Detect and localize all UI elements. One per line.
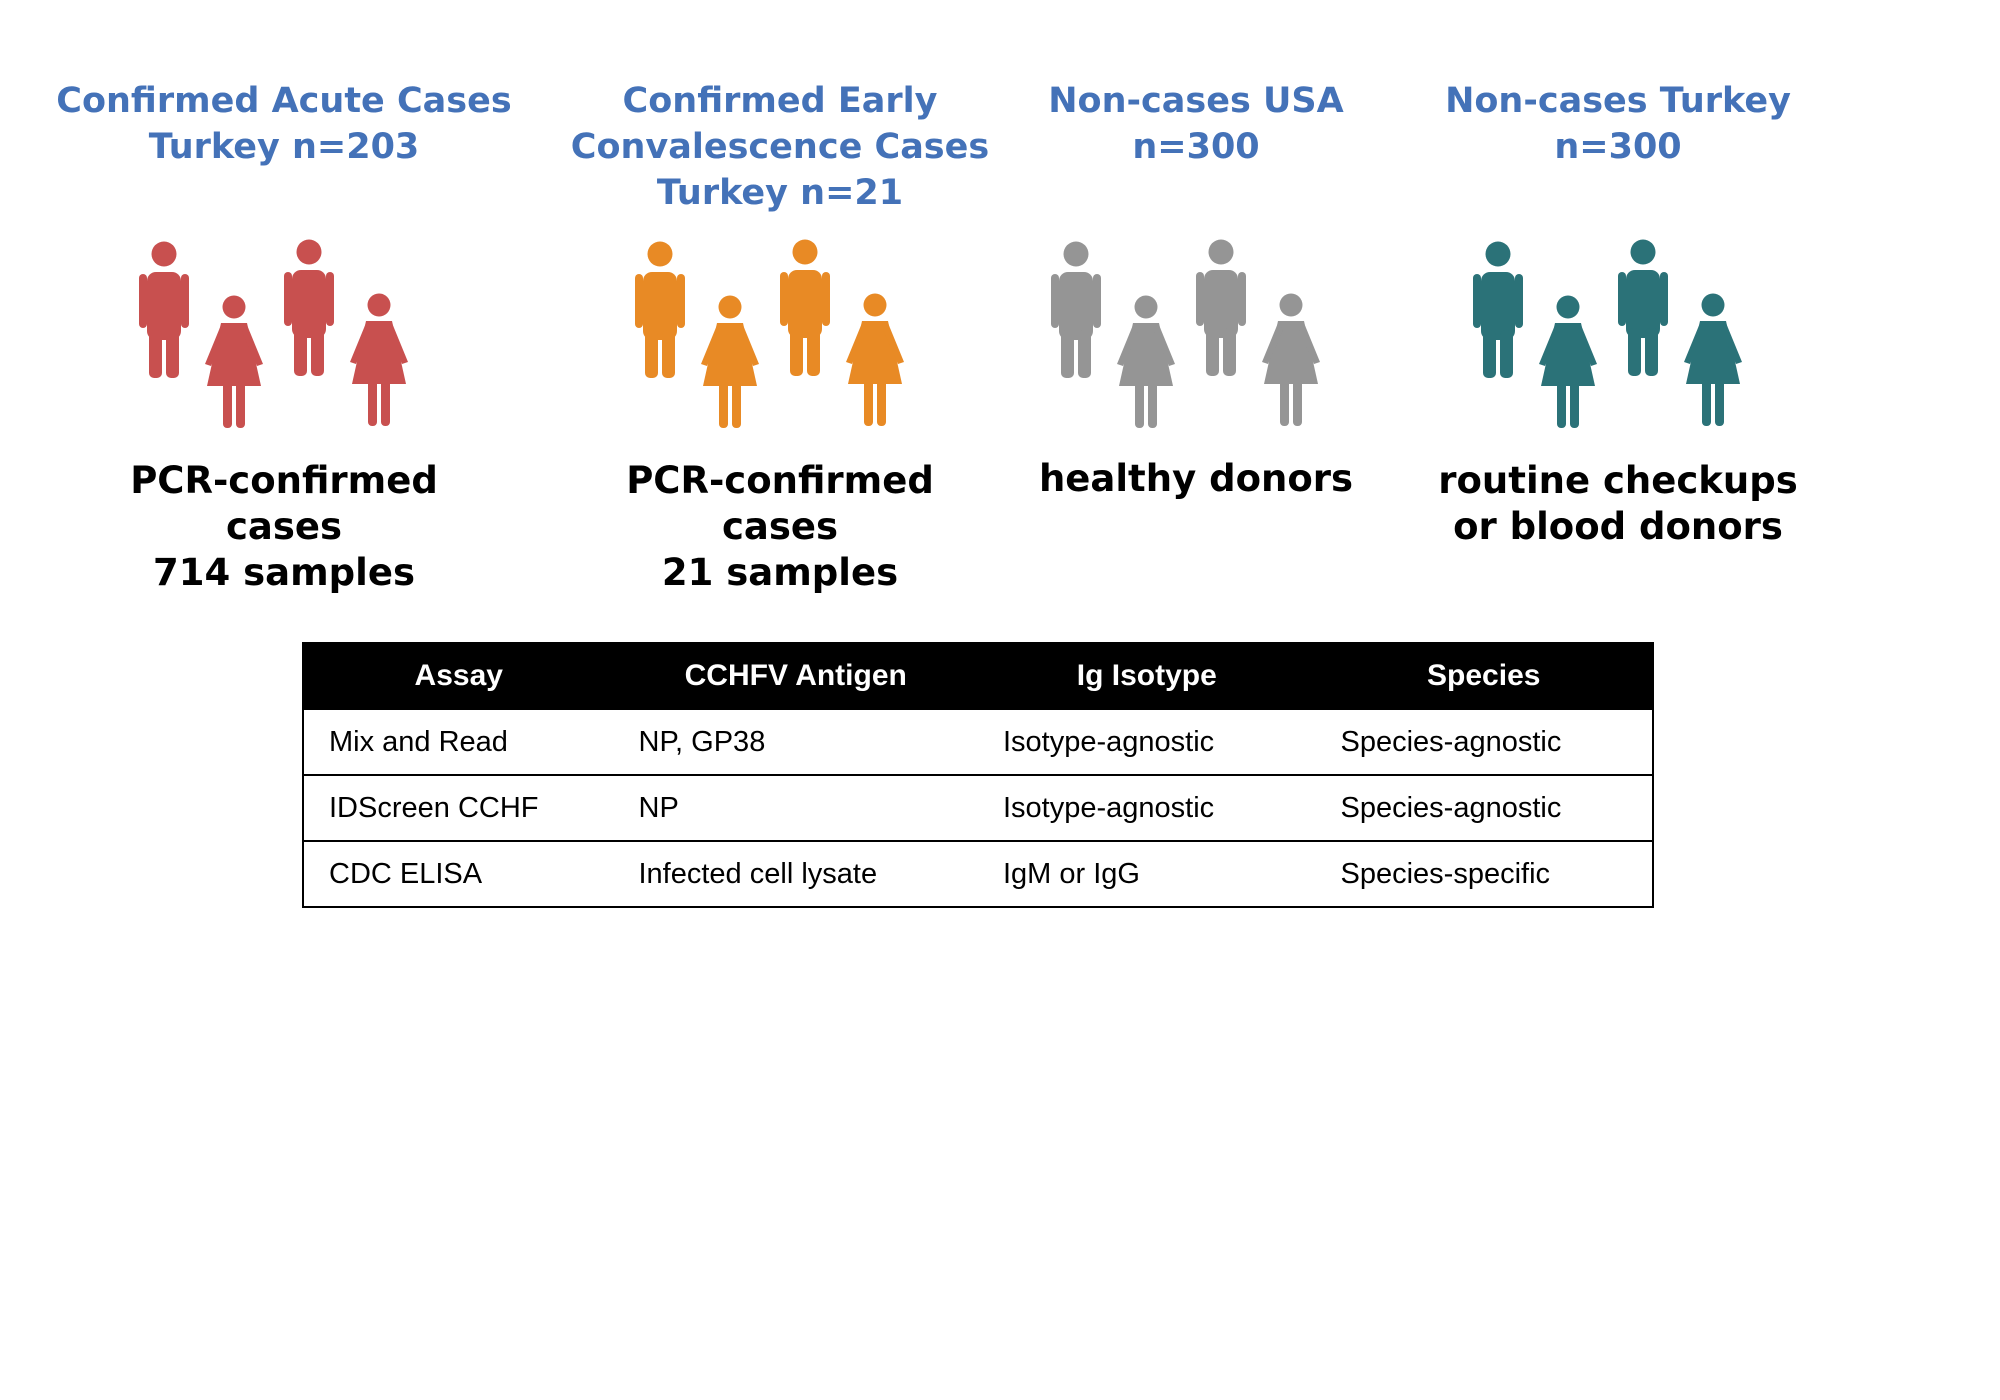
group-convalescence-cases: Confirmed Early Convalescence Cases Turk…	[540, 78, 1020, 596]
man-figure	[1618, 239, 1668, 376]
table-cell: Isotype-agnostic	[978, 708, 1316, 775]
woman-figure	[1539, 295, 1597, 428]
woman-figure	[205, 295, 263, 428]
group-title: Confirmed Early Convalescence Cases Turk…	[570, 81, 990, 213]
table-cell: Isotype-agnostic	[978, 774, 1316, 841]
assay-table: Assay CCHFV Antigen Ig Isotype Species M…	[302, 642, 1654, 908]
woman-figure	[1262, 293, 1320, 426]
group-description: healthy donors	[1038, 457, 1354, 500]
man-figure	[780, 239, 830, 376]
table-header-row: Assay CCHFV Antigen Ig Isotype Species	[303, 643, 1653, 709]
table-cell: Mix and Read	[303, 708, 614, 775]
group-title: Non-cases USA n=300	[1048, 81, 1344, 167]
table-cell: NP, GP38	[613, 708, 978, 775]
table-cell: NP	[613, 774, 978, 841]
woman-figure	[701, 295, 759, 428]
man-figure	[1051, 241, 1101, 378]
group-description: PCR-confirmed cases 714 samples	[130, 459, 438, 594]
table-cell: IgM or IgG	[978, 840, 1316, 907]
people-icon	[540, 238, 1020, 446]
table-row: CDC ELISA Infected cell lysate IgM or Ig…	[303, 840, 1653, 907]
people-icon	[1378, 238, 1858, 446]
man-figure	[139, 241, 189, 378]
people-icon	[44, 238, 524, 446]
woman-figure	[350, 293, 408, 426]
table-cell: Species-specific	[1315, 840, 1653, 907]
group-title: Non-cases Turkey n=300	[1445, 81, 1791, 167]
column-header: Assay	[303, 643, 614, 709]
man-figure	[1196, 239, 1246, 376]
people-icon	[956, 238, 1436, 446]
group-description: routine checkups or blood donors	[1438, 459, 1798, 548]
group-acute-cases: Confirmed Acute Cases Turkey n=203 PCR-c…	[44, 78, 524, 596]
woman-figure	[846, 293, 904, 426]
column-header: Ig Isotype	[978, 643, 1316, 709]
group-non-cases-usa: Non-cases USA n=300 healthy donors	[956, 78, 1436, 502]
group-non-cases-turkey: Non-cases Turkey n=300 routine checkups …	[1378, 78, 1858, 550]
woman-figure	[1117, 295, 1175, 428]
man-figure	[1473, 241, 1523, 378]
table-cell: Species-agnostic	[1315, 774, 1653, 841]
group-title: Confirmed Acute Cases Turkey n=203	[56, 81, 512, 167]
group-description: PCR-confirmed cases 21 samples	[626, 459, 934, 594]
table-cell: IDScreen CCHF	[303, 774, 614, 841]
table-cell: Species-agnostic	[1315, 708, 1653, 775]
table-cell: CDC ELISA	[303, 840, 614, 907]
column-header: CCHFV Antigen	[613, 643, 978, 709]
man-figure	[284, 239, 334, 376]
woman-figure	[1684, 293, 1742, 426]
table-row: IDScreen CCHF NP Isotype-agnostic Specie…	[303, 774, 1653, 841]
man-figure	[635, 241, 685, 378]
table-cell: Infected cell lysate	[613, 840, 978, 907]
table-row: Mix and Read NP, GP38 Isotype-agnostic S…	[303, 708, 1653, 775]
column-header: Species	[1315, 643, 1653, 709]
